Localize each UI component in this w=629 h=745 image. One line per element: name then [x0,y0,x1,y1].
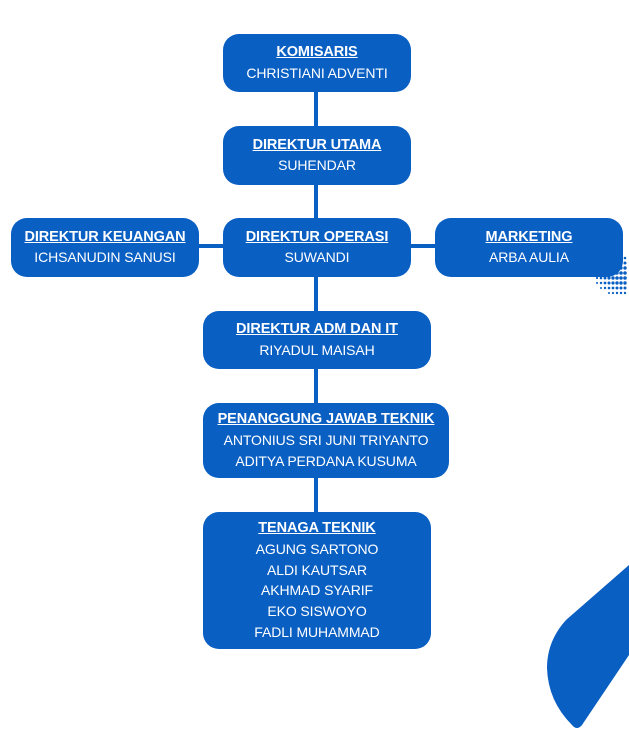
node-title: DIREKTUR UTAMA [252,136,382,153]
node-title: TENAGA TEKNIK [258,520,376,537]
node-name: ARBA AULIA [489,249,569,266]
node-name: ANTONIUS SRI JUNI TRIYANTO [223,431,429,448]
node-name: AGUNG SARTONO [255,540,379,557]
dot-pattern-decoration [595,256,627,295]
node-direktur-utama: DIREKTUR UTAMA SUHENDAR [225,128,409,183]
node-name: RIYADUL MAISAH [259,341,375,358]
node-direktur-keuangan: DIREKTUR KEUANGAN ICHSANUDIN SANUSI [13,220,197,275]
node-name: SUWANDI [284,249,350,266]
node-title: DIREKTUR OPERASI [245,228,389,245]
node-name: AKHMAD SYARIF [260,582,373,599]
connector-keuangan-to-operasi [197,244,225,248]
connector-operasi-to-marketing [409,244,437,248]
node-name: CHRISTIANI ADVENTI [246,64,388,81]
node-komisaris: KOMISARIS CHRISTIANI ADVENTI [225,36,409,90]
node-title: DIREKTUR ADM DAN IT [236,321,398,338]
node-tenaga-teknik: TENAGA TEKNIK AGUNG SARTONO ALDI KAUTSAR… [205,514,429,647]
node-direktur-operasi: DIREKTUR OPERASI SUWANDI [225,220,409,275]
node-title: MARKETING [485,228,573,245]
connector-direktur-utama-to-direktur-operasi [314,183,318,220]
node-name: EKO SISWOYO [267,603,367,620]
node-marketing: MARKETING ARBA AULIA [437,220,621,275]
node-direktur-adm-it: DIREKTUR ADM DAN IT RIYADUL MAISAH [205,313,429,367]
node-name: FADLI MUHAMMAD [254,623,380,640]
connector-penanggung-jawab-to-tenaga-teknik [314,476,318,514]
node-title: PENANGGUNG JAWAB TEKNIK [217,411,435,428]
connector-operasi-to-adm-it [314,275,318,313]
node-penanggung-jawab-teknik: PENANGGUNG JAWAB TEKNIK ANTONIUS SRI JUN… [205,405,447,476]
node-title: KOMISARIS [276,44,358,61]
leaf-shape-decoration [547,565,629,728]
node-name: ICHSANUDIN SANUSI [34,249,176,266]
connector-adm-it-to-penanggung-jawab [314,367,318,405]
node-name: ALDI KAUTSAR [267,561,367,578]
connector-komisaris-to-direktur-utama [314,90,318,128]
node-title: DIREKTUR KEUANGAN [24,228,186,245]
node-name: ADITYA PERDANA KUSUMA [235,452,417,469]
node-name: SUHENDAR [278,157,356,174]
